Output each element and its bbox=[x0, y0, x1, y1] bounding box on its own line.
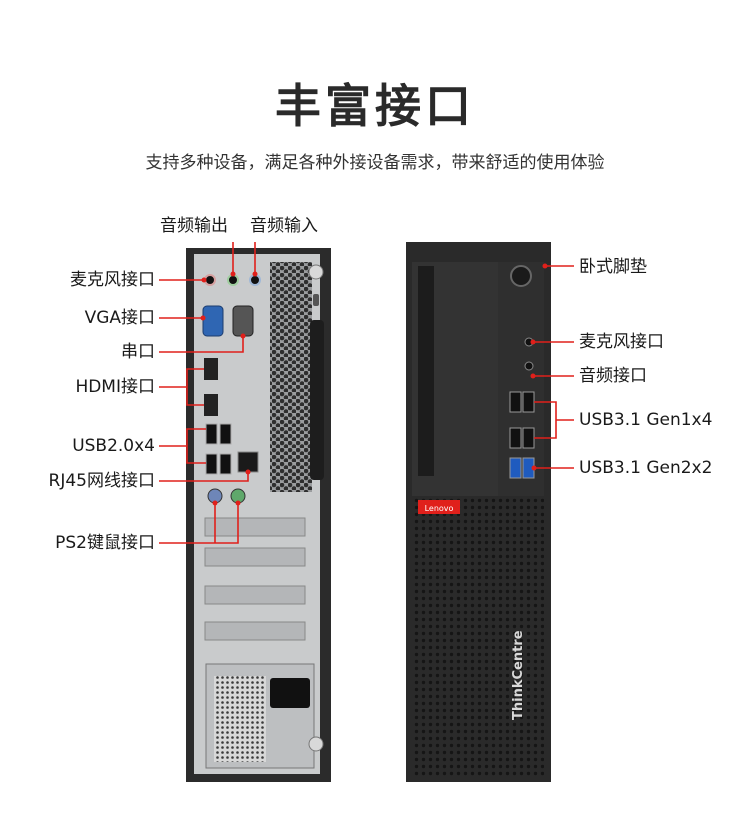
usb31g1-port-2-icon bbox=[522, 391, 535, 413]
usb31g1-port-3-icon bbox=[509, 427, 522, 449]
rear-handle bbox=[310, 320, 324, 480]
usb2-port-3-icon bbox=[205, 453, 218, 475]
serial-port-icon bbox=[232, 305, 254, 337]
optical-drive-icon bbox=[418, 266, 434, 476]
label-foot-pad: 卧式脚垫 bbox=[579, 257, 647, 277]
front-chassis: Lenovo ThinkCentre bbox=[406, 242, 551, 782]
thumb-screw-icon bbox=[308, 264, 324, 280]
power-button-icon bbox=[510, 265, 532, 287]
label-audio-out: 音频输出 bbox=[160, 216, 228, 236]
vga-port-icon bbox=[202, 305, 224, 337]
label-ps2: PS2键鼠接口 bbox=[55, 533, 155, 553]
power-socket-icon bbox=[270, 678, 310, 708]
rear-chassis bbox=[186, 248, 331, 782]
rear-vent-top bbox=[270, 262, 312, 492]
expansion-slot-3 bbox=[204, 585, 306, 605]
leader-lines bbox=[159, 242, 574, 544]
usb31g2-port-1-icon bbox=[509, 457, 522, 479]
lock-slot-icon bbox=[313, 294, 319, 306]
usb31g1-port-1-icon bbox=[509, 391, 522, 413]
page-title: 丰富接口 bbox=[275, 79, 475, 133]
page-subtitle: 支持多种设备，满足各种外接设备需求，带来舒适的使用体验 bbox=[145, 153, 605, 173]
front-audio-jack-icon bbox=[524, 361, 534, 371]
psu-screw-icon bbox=[308, 736, 324, 752]
label-vga: VGA接口 bbox=[84, 308, 155, 328]
label-mic: 麦克风接口 bbox=[70, 270, 155, 290]
label-usb2: USB2.0x4 bbox=[72, 436, 155, 456]
label-audio-in: 音频输入 bbox=[250, 216, 318, 236]
expansion-slot-2 bbox=[204, 547, 306, 567]
label-serial: 串口 bbox=[121, 342, 155, 362]
expansion-slot-4 bbox=[204, 621, 306, 641]
expansion-slot-1 bbox=[204, 517, 306, 537]
thinkcentre-logo-text: ThinkCentre bbox=[511, 630, 526, 720]
label-usb31-gen2: USB3.1 Gen2x2 bbox=[579, 458, 713, 478]
usb2-port-1-icon bbox=[205, 423, 218, 445]
hdmi-port-1-icon bbox=[204, 358, 218, 380]
leader-dots bbox=[200, 271, 537, 506]
usb31g1-port-4-icon bbox=[522, 427, 535, 449]
label-rj45: RJ45网线接口 bbox=[48, 471, 155, 491]
rj45-port-icon bbox=[237, 451, 259, 473]
usb2-port-2-icon bbox=[219, 423, 232, 445]
lenovo-badge-text: Lenovo bbox=[425, 504, 454, 513]
label-hdmi: HDMI接口 bbox=[75, 377, 155, 397]
usb2-port-4-icon bbox=[219, 453, 232, 475]
label-front-audio: 音频接口 bbox=[579, 366, 647, 386]
label-front-mic: 麦克风接口 bbox=[579, 332, 664, 352]
lenovo-badge bbox=[418, 500, 460, 514]
label-usb31-gen1: USB3.1 Gen1x4 bbox=[579, 410, 713, 430]
front-mesh bbox=[412, 496, 544, 778]
psu-grill bbox=[214, 676, 266, 762]
hdmi-port-2-icon bbox=[204, 394, 218, 416]
